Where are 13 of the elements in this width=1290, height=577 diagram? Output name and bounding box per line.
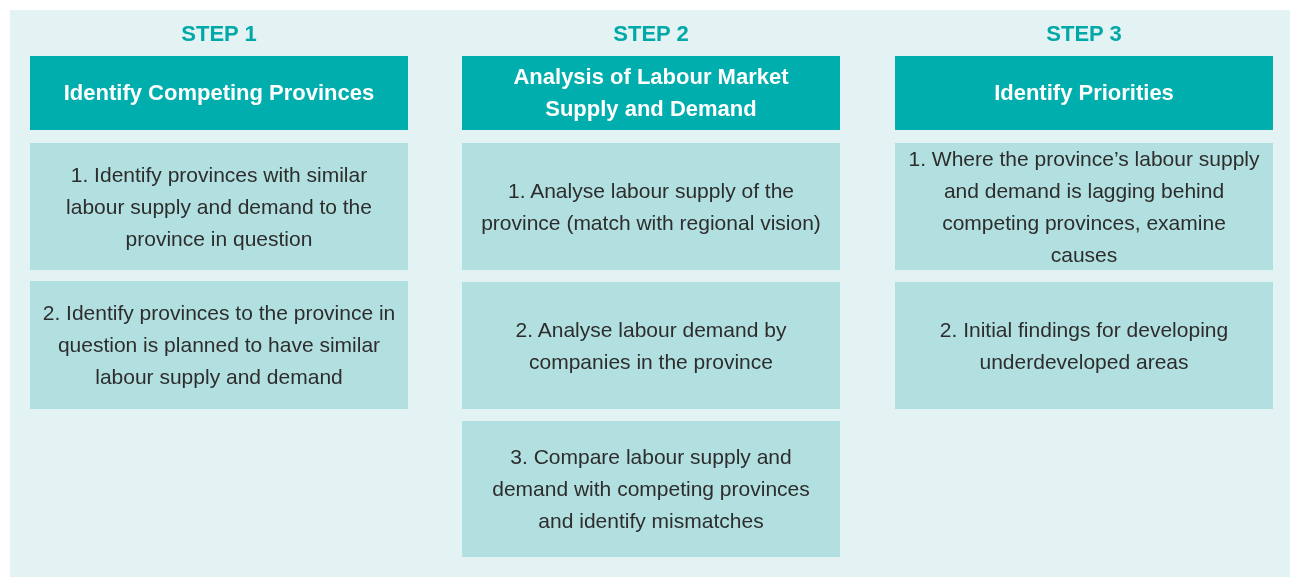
- step-label: STEP 2: [613, 20, 689, 48]
- step-header-box: Analysis of Labour Market Supply and Demand: [462, 56, 840, 130]
- task-box: 2. Identify provinces to the province in question is planned to have similar labour supply and demand: [30, 281, 408, 409]
- task-box: 2. Analyse labour demand by companies in the province: [462, 282, 840, 409]
- task-box: 3. Compare labour supply and demand with competing provinces and identify mismatches: [462, 421, 840, 557]
- step-header-box: Identify Priorities: [895, 56, 1273, 130]
- step-label: STEP 3: [1046, 20, 1122, 48]
- task-box: 1. Analyse labour supply of the province (match with regional vision): [462, 143, 840, 270]
- step-header-box: Identify Competing Provinces: [30, 56, 408, 130]
- task-box: 1. Identify provinces with similar labour supply and demand to the province in question: [30, 143, 408, 270]
- task-box: 1. Where the province’s labour supply and demand is lagging behind competing provinces, examine causes: [895, 143, 1273, 270]
- step-label: STEP 1: [181, 20, 257, 48]
- task-box: 2. Initial findings for developing underdeveloped areas: [895, 282, 1273, 409]
